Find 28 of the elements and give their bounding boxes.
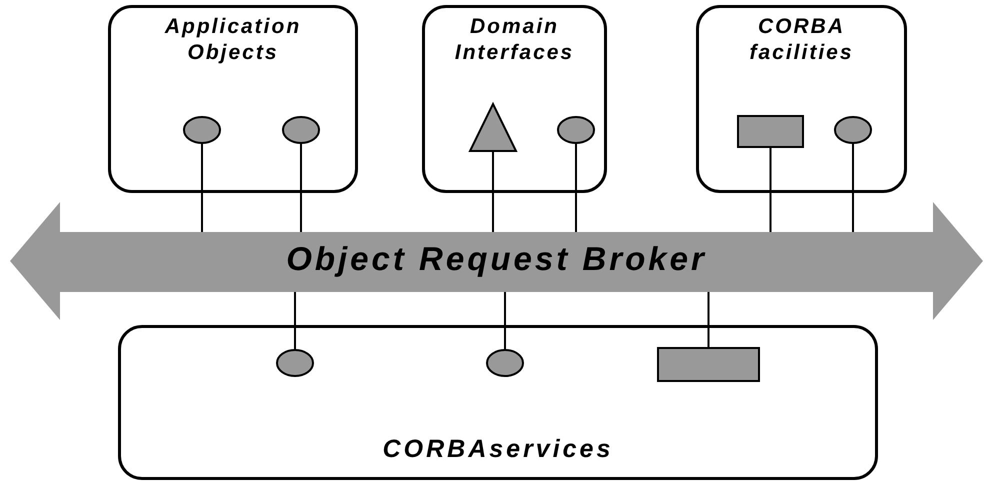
- connector-line: [492, 152, 494, 232]
- connector-line: [770, 148, 772, 232]
- connector-line: [504, 292, 506, 349]
- component-box: [108, 5, 358, 193]
- arrow-label: Object Request Broker: [285, 242, 708, 275]
- connector-line: [575, 144, 577, 232]
- ellipse-shape: [183, 116, 221, 144]
- box-title: CORBA facilities: [748, 14, 855, 66]
- connector-line: [294, 292, 296, 349]
- connector-line: [852, 144, 854, 232]
- component-box: [696, 5, 907, 193]
- ellipse-shape: [276, 349, 314, 377]
- ellipse-shape: [282, 116, 320, 144]
- rectangle-shape: [657, 347, 760, 382]
- component-box: [118, 325, 878, 480]
- ellipse-shape: [557, 116, 595, 144]
- box-title: Domain Interfaces: [454, 14, 576, 66]
- component-box: [422, 5, 607, 193]
- connector-line: [300, 144, 302, 232]
- box-title: CORBAservices: [382, 434, 614, 465]
- box-title: Application Objects: [164, 14, 302, 66]
- rectangle-shape: [737, 115, 804, 148]
- connector-line: [708, 292, 710, 347]
- double-headed-arrow: [10, 202, 983, 320]
- triangle-shape: [469, 103, 517, 152]
- connector-line: [201, 144, 203, 232]
- ellipse-shape: [834, 116, 872, 144]
- ellipse-shape: [486, 349, 524, 377]
